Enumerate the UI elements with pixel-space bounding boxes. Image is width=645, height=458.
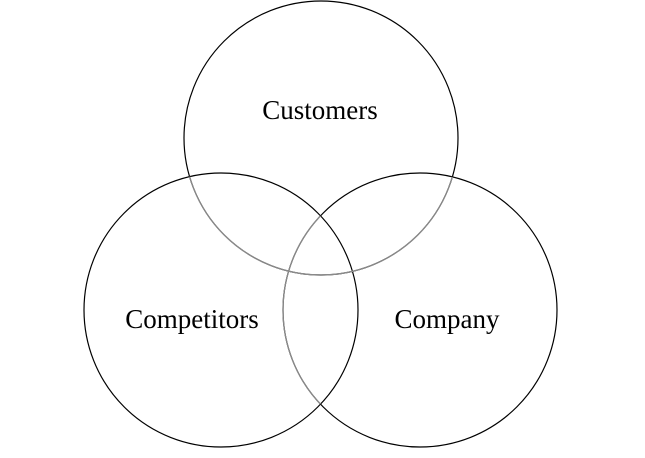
company-overlap-arc <box>282 173 358 447</box>
customers-overlap-arc-right <box>283 173 459 276</box>
competitors-label: Competitors <box>125 304 259 334</box>
competitors-circle <box>83 172 359 448</box>
customers-circle <box>183 0 459 276</box>
customers-label: Customers <box>262 95 378 125</box>
company-label: Company <box>395 304 500 334</box>
customers-overlap-arc <box>183 173 358 276</box>
